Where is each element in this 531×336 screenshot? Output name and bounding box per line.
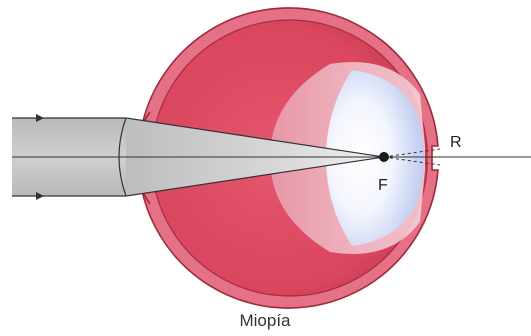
retina-label: R [450, 134, 462, 151]
focal-point-label: F [378, 177, 388, 194]
diagram-caption: Miopía [239, 311, 291, 330]
focal-point [379, 152, 389, 162]
